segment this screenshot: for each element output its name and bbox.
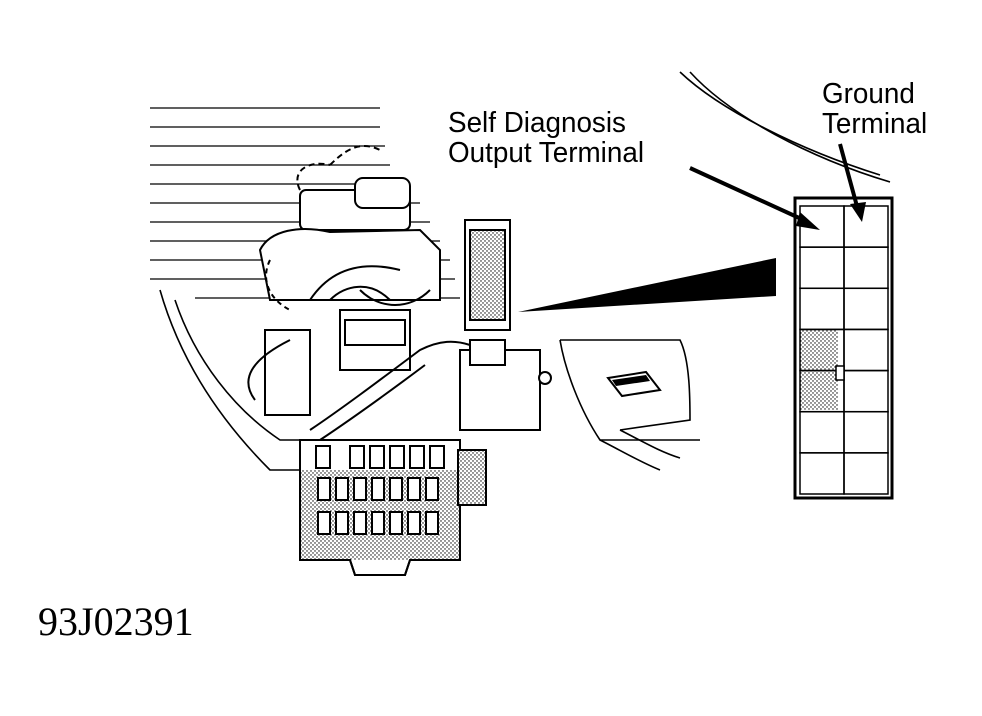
relay-box [258,177,552,576]
wiring-harness [247,145,471,441]
fuse-slots-top [315,445,445,469]
callout-wedge [518,258,776,312]
diagnostic-connector [793,196,894,500]
leader-arrows [689,143,866,230]
self-diagnosis-label-line2: Output Terminal [448,137,645,169]
ground-label-line1: Ground [822,78,915,110]
self-diagnosis-label-line1: Self Diagnosis [448,107,626,139]
figure-id: 93J02391 [38,599,194,644]
dash-panel-outline [159,289,700,471]
dashboard-curves [679,71,891,183]
fuse-slots-grid [317,477,439,535]
connector-terminal-grid [799,205,889,495]
panel-slot [606,370,662,398]
ground-label-line2: Terminal [822,108,928,140]
connector-terminal-cell [843,452,889,495]
self-diagnosis-output-terminal-label: Self Diagnosis Output Terminal [448,108,644,168]
ground-terminal-label: Ground Terminal [822,79,927,139]
